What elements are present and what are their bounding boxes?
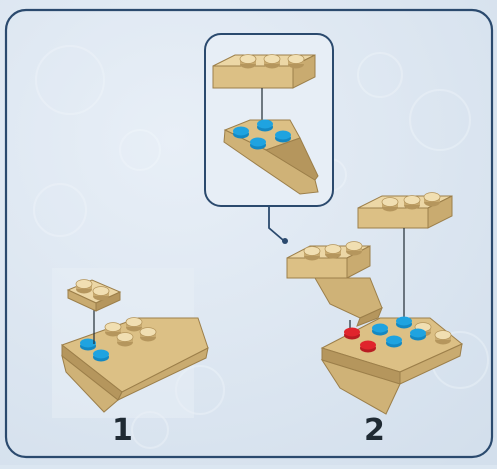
page-frame [4, 8, 494, 459]
step-2-assembly [286, 192, 463, 415]
step-1-assembly [52, 268, 209, 418]
red-stud-icon [344, 327, 376, 353]
blue-stud-icon [233, 119, 291, 150]
blue-stud-icon [80, 338, 109, 362]
step-1-number: 1 [112, 413, 133, 448]
callout-box [204, 33, 334, 244]
blue-stud-icon [372, 316, 426, 348]
step-2-number: 2 [364, 413, 385, 448]
